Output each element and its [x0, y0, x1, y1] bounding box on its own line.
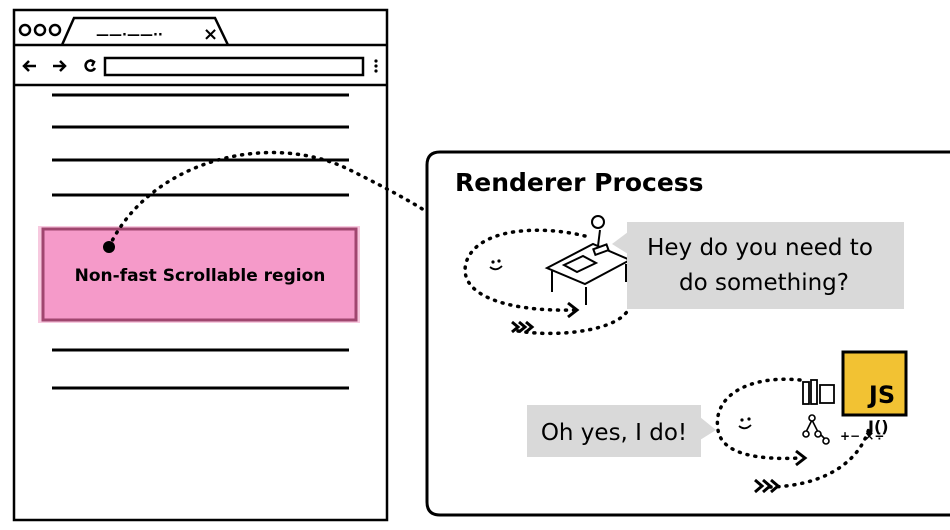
forward-icon[interactable]: [53, 60, 67, 72]
tree-graph-icon: [802, 414, 830, 445]
window-button-close[interactable]: [18, 23, 32, 37]
browser-tab[interactable]: [60, 16, 230, 46]
window-button-minimize[interactable]: [33, 23, 47, 37]
bubble-tail: [612, 232, 628, 254]
bubble-top-line-2: do something?: [679, 270, 849, 296]
back-icon[interactable]: [22, 60, 36, 72]
js-badge: [841, 350, 908, 417]
face-icon: [738, 417, 752, 430]
region-label: Non-fast Scrollable region: [75, 266, 326, 286]
busy-thread-character: +− ×÷ J() JS: [715, 350, 908, 494]
renderer-process: Renderer Process: [425, 150, 950, 517]
main-thread-loop: [463, 228, 632, 336]
books-tools-icon: [802, 379, 835, 405]
bubble-tail: [700, 417, 716, 440]
motion-chevrons-icon: [511, 320, 535, 334]
page-content-lines: [52, 93, 349, 390]
bubble-body: [527, 405, 701, 457]
browser-window: ——·——·· × Non-fast Scrollable re: [12, 8, 389, 522]
main-thread-character: [463, 215, 633, 336]
speech-bubble-bottom: Oh yes, I do!: [527, 405, 716, 457]
function-symbol-icon: J(): [867, 417, 889, 436]
bubble-bottom-text: Oh yes, I do!: [541, 420, 687, 446]
vertical-dots-menu-icon[interactable]: [374, 59, 378, 73]
address-bar[interactable]: [103, 56, 365, 77]
reload-icon[interactable]: [84, 58, 97, 72]
desk-with-lamp-icon: [544, 215, 633, 305]
motion-chevrons-icon: [754, 478, 781, 494]
js-badge-label: JS: [867, 381, 895, 409]
tab-title-glyphs: ——·——··: [96, 28, 163, 43]
connector-start-dot: [103, 241, 115, 253]
window-button-maximize[interactable]: [48, 23, 62, 37]
tab-close-icon[interactable]: ×: [203, 24, 218, 45]
face-icon: [489, 259, 503, 271]
renderer-title: Renderer Process: [455, 168, 704, 197]
busy-thread-loop: [715, 377, 872, 489]
bubble-top-line-1: Hey do you need to: [647, 235, 873, 261]
loop-arrowhead: [795, 449, 808, 467]
loop-arrowhead: [567, 301, 580, 319]
non-fast-scrollable-region: [41, 227, 358, 322]
speech-bubble-top: Hey do you need to do something?: [612, 222, 904, 309]
bubble-body: [627, 222, 904, 309]
renderer-frame: [425, 150, 950, 517]
math-symbols-icon: +− ×÷: [840, 429, 884, 443]
